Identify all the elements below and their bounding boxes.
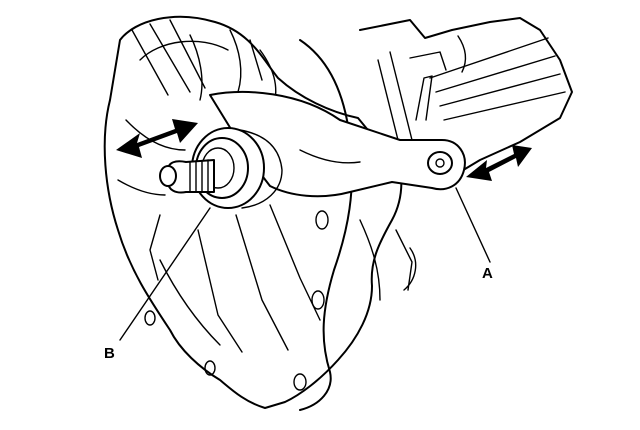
callout-label-a: A	[482, 265, 493, 282]
leader-line-b	[119, 207, 211, 341]
leader-line-a	[455, 187, 491, 263]
housing-ribs	[131, 19, 263, 96]
callout-label-b: B	[104, 345, 115, 362]
double-arrow-right	[466, 145, 532, 181]
transmission-housing	[103, 15, 403, 409]
gear-case	[359, 17, 573, 301]
input-shaft	[159, 159, 215, 194]
double-arrow-left	[116, 119, 198, 158]
release-fork	[209, 75, 466, 198]
